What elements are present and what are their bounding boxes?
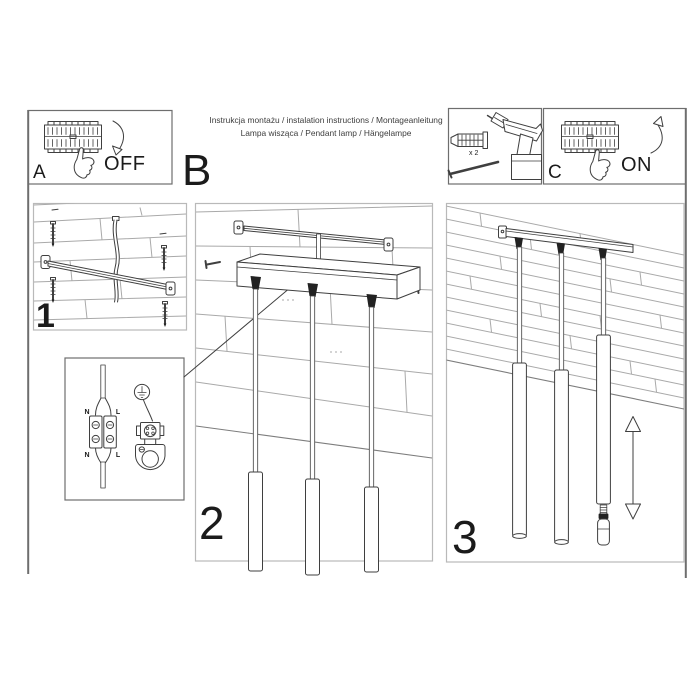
step3-panel: 3 xyxy=(445,202,685,563)
lamp-tube xyxy=(554,369,569,545)
panel-c-label: C xyxy=(548,162,562,183)
ground-symbol-icon xyxy=(133,383,151,401)
lamp-cable xyxy=(368,306,375,489)
side-screw-icon xyxy=(204,260,221,269)
mounting-bracket xyxy=(233,220,394,252)
mounting-screw-icon xyxy=(160,244,168,272)
lamp-tube xyxy=(512,362,527,539)
anchor-quantity-label: x 2 xyxy=(469,150,478,157)
breaker-panel-icon xyxy=(561,121,619,153)
step3-label: 3 xyxy=(452,511,478,563)
lamp-tube xyxy=(364,486,379,573)
panel-a-label: A xyxy=(33,162,46,183)
breaker-panel-icon xyxy=(44,121,102,153)
mains-cable xyxy=(95,364,112,416)
wire-n-bottom-label: N xyxy=(84,452,89,459)
wire-l-bottom-label: L xyxy=(116,452,121,459)
pencil-mark xyxy=(51,208,167,235)
step2-label: 2 xyxy=(199,497,225,549)
sheet-title: Instrukcja montażu / instalation instruc… xyxy=(209,115,443,138)
wiring-detail-box: N L N L xyxy=(64,357,185,501)
bulb-icon xyxy=(597,504,610,546)
terminal-block xyxy=(89,415,117,449)
lamp-cable xyxy=(309,295,316,481)
drill-icon xyxy=(486,112,543,180)
cable-gland xyxy=(307,283,318,297)
step1-panel: 1 xyxy=(32,202,188,335)
wall-anchor-icon xyxy=(450,131,488,149)
curved-arrow-up-icon xyxy=(650,116,664,154)
on-label: ON xyxy=(621,154,652,176)
lamp-tube xyxy=(305,478,320,576)
lamp-tube xyxy=(596,334,611,505)
curved-arrow-down-icon xyxy=(112,120,124,156)
title-line-1: Instrukcja montażu / instalation instruc… xyxy=(209,115,443,125)
panel-b-label: B xyxy=(182,146,211,195)
mounting-screw-icon xyxy=(161,300,169,328)
cable-gland xyxy=(366,294,377,308)
wire-l-top-label: L xyxy=(116,409,121,416)
ceiling-planks xyxy=(446,205,684,410)
wire-n-top-label: N xyxy=(84,409,89,416)
off-label: OFF xyxy=(104,153,146,175)
step2-panel: 2 xyxy=(183,202,434,576)
panel-c-power-on: ON C xyxy=(542,107,687,185)
cable-gland xyxy=(250,276,261,290)
mounting-bracket xyxy=(40,255,176,296)
suspension-rod xyxy=(316,233,322,261)
lamp-cable xyxy=(600,257,607,336)
panel-a-power-off: OFF A xyxy=(27,109,173,185)
tools-box: x 2 xyxy=(447,107,543,185)
power-cable xyxy=(112,216,120,303)
lamp-tube xyxy=(248,471,263,572)
lamp-cable xyxy=(558,252,565,371)
strain-relief-connector xyxy=(135,422,166,471)
lamp-cable xyxy=(516,246,523,364)
lamp-cable xyxy=(252,288,259,474)
ground-wire xyxy=(143,399,153,422)
hand-icon xyxy=(589,149,611,181)
height-adjust-arrow-icon xyxy=(625,416,641,520)
title-line-2: Lampa wisząca / Pendant lamp / Hängelamp… xyxy=(241,128,412,138)
step1-label: 1 xyxy=(36,297,55,335)
lamp-canopy xyxy=(498,225,634,253)
lamp-canopy xyxy=(236,253,421,300)
page-border xyxy=(27,108,687,578)
cable-gland xyxy=(556,242,565,256)
lamp-cable-wires xyxy=(95,447,112,489)
mounting-screw-icon xyxy=(49,220,57,248)
screw-icon xyxy=(447,160,500,179)
